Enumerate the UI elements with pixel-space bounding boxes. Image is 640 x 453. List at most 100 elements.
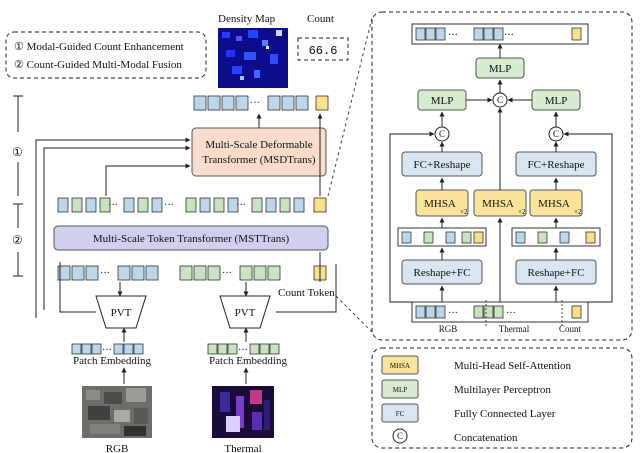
legend-mhsa-swatch xyxy=(381,355,419,375)
thermal-patch-token xyxy=(259,343,270,355)
rgb-image xyxy=(82,386,152,438)
patch-embedding-thermal-label: Patch Embedding xyxy=(209,355,287,367)
top-legend-box xyxy=(5,31,207,79)
legend-mlp-desc: Multilayer Perceptron xyxy=(454,384,551,396)
detail-right-token xyxy=(515,231,526,244)
fused-token xyxy=(199,197,211,213)
fused-token xyxy=(293,197,305,213)
ellipsis: ··· xyxy=(250,98,260,109)
detail-output-token xyxy=(425,27,436,41)
pvt-rgb-block xyxy=(95,295,147,329)
rgb-patch-token xyxy=(133,343,144,355)
detail-output-token xyxy=(415,27,426,41)
thermal-patch-token xyxy=(207,343,218,355)
mlp-right-label: MLP xyxy=(545,95,568,107)
output-token xyxy=(221,95,235,111)
msdtrans-line1: Multi-Scale Deformable xyxy=(205,139,312,151)
mlp-left-label: MLP xyxy=(431,95,454,107)
concat-left-label: C xyxy=(439,129,445,139)
mhsa-right-label: MHSA xyxy=(538,198,570,210)
legend-modal-guided: ① Modal-Guided Count Enhancement xyxy=(14,41,184,53)
thermal-image xyxy=(212,386,274,438)
thermal-label: Thermal xyxy=(224,443,261,453)
count-value-box xyxy=(297,37,349,61)
detail-input-rgb-token xyxy=(435,305,446,319)
detail-input-count-token xyxy=(571,305,582,319)
mhsa-left-label: MHSA xyxy=(424,198,456,210)
rgb-token xyxy=(71,265,85,281)
bottom-legend-box xyxy=(371,347,633,449)
thermal-token xyxy=(267,265,281,281)
ellipsis: ··· xyxy=(108,200,118,211)
mhsa-center-label: MHSA xyxy=(482,198,514,210)
density-map-image xyxy=(218,28,288,88)
rgb-token xyxy=(85,265,99,281)
detail-input-thermal-token xyxy=(473,305,484,319)
seg-count-label: Count xyxy=(559,324,582,334)
rgb-patch-token xyxy=(71,343,82,355)
ellipsis: ··· xyxy=(504,30,514,41)
fused-token xyxy=(57,197,69,213)
thermal-token xyxy=(179,265,193,281)
legend-c-key: C xyxy=(397,431,403,441)
legend-fc-desc: Fully Connected Layer xyxy=(454,408,556,420)
count-label: Count xyxy=(307,13,334,25)
output-token xyxy=(193,95,207,111)
fc-reshape-left-label: FC+Reshape xyxy=(414,159,471,171)
fused-token xyxy=(185,197,197,213)
detail-output-count-token xyxy=(571,27,582,41)
legend-mlp-key: MLP xyxy=(393,386,408,394)
detail-token-rows: ············ xyxy=(397,23,601,326)
zoom-connector-top xyxy=(327,17,373,197)
pvt-thermal-block xyxy=(219,295,271,329)
mlp-top-label: MLP xyxy=(489,63,512,75)
stage-2-marker: ② xyxy=(12,233,23,247)
fused-token xyxy=(279,197,291,213)
thermal-token xyxy=(193,265,207,281)
zoom-connector-bottom xyxy=(335,295,373,333)
legend-mlp-swatch xyxy=(381,379,419,399)
thermal-patch-token xyxy=(227,343,238,355)
ellipsis: ··· xyxy=(236,200,246,211)
rgb-label: RGB xyxy=(106,443,129,453)
input-token-row: ······ xyxy=(57,265,327,281)
legend-c-desc: Concatenation xyxy=(454,432,518,444)
fc-reshape-right-label: FC+Reshape xyxy=(528,159,585,171)
msttrans-block xyxy=(53,225,329,251)
ellipsis: ··· xyxy=(222,268,232,279)
output-token-row: ··· xyxy=(193,95,329,111)
fused-token xyxy=(251,197,263,213)
detail-output-token xyxy=(473,27,484,41)
output-token xyxy=(295,95,309,111)
concat-center-label: C xyxy=(497,95,503,105)
mhsa-center-x2: ×2 xyxy=(518,208,526,216)
fused-token xyxy=(227,197,239,213)
ellipsis: ··· xyxy=(164,200,174,211)
mhsa-right-x2: ×2 xyxy=(574,208,582,216)
fused-token xyxy=(213,197,225,213)
fused-token xyxy=(71,197,83,213)
detail-left-token xyxy=(445,231,456,244)
thermal-token xyxy=(253,265,267,281)
concat-right-label: C xyxy=(553,129,559,139)
reshape-fc-left-label: Reshape+FC xyxy=(414,267,471,279)
rgb-patch-token xyxy=(123,343,134,355)
fused-token xyxy=(123,197,135,213)
thermal-patch-token xyxy=(249,343,260,355)
fused-token xyxy=(151,197,163,213)
patch-embedding-rgb-label: Patch Embedding xyxy=(73,355,151,367)
thermal-patch-token xyxy=(269,343,280,355)
detail-left-count-token xyxy=(473,231,484,244)
rgb-patch-token xyxy=(81,343,92,355)
ellipsis: ··· xyxy=(448,30,458,41)
rgb-token xyxy=(57,265,71,281)
seg-rgb-label: RGB xyxy=(439,324,458,334)
detail-left-token xyxy=(401,231,412,244)
ellipsis: ··· xyxy=(238,345,248,356)
msdtrans-block xyxy=(191,127,327,177)
mhsa-left-x2: ×2 xyxy=(460,208,468,216)
ellipsis: ··· xyxy=(506,308,516,319)
patch-token-rows: ······ xyxy=(71,343,280,356)
fused-token xyxy=(265,197,277,213)
reshape-fc-right-label: Reshape+FC xyxy=(528,267,585,279)
